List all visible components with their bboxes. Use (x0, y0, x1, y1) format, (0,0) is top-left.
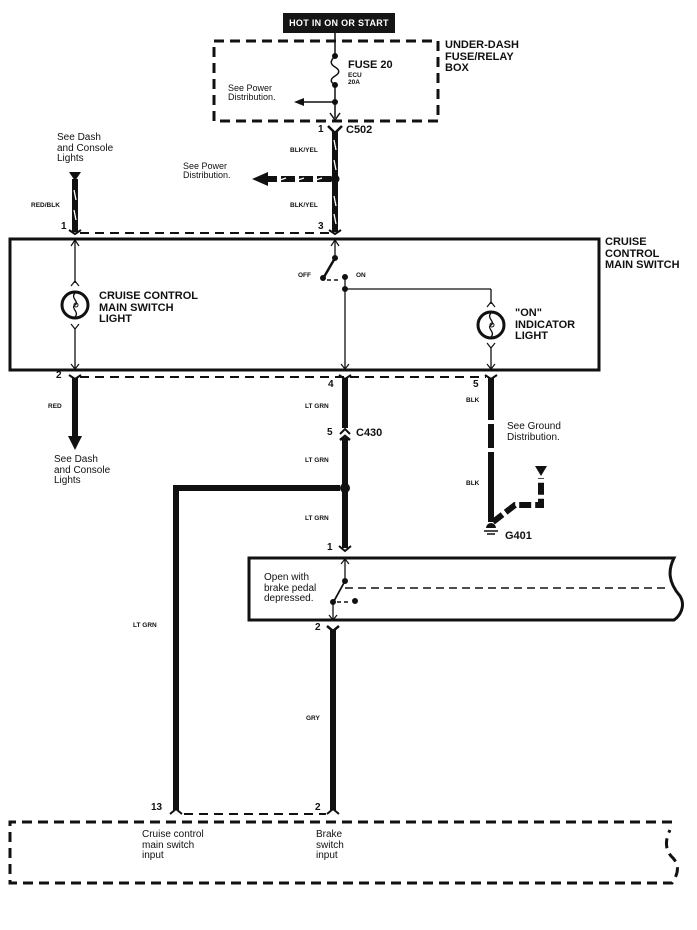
power-dist-ref-link[interactable]: See Power Distribution. (228, 83, 276, 103)
brake-switch-pin-2: 2 (315, 622, 321, 633)
wire-label-red-blk: RED/BLK (31, 202, 60, 209)
c430-pin: 5 (327, 427, 333, 438)
connector-c430-icon (339, 427, 351, 435)
dash-lights-ref-top-link[interactable]: See Dash and Console Lights (57, 132, 114, 164)
wire-label-lt-grn: LT GRN (305, 403, 329, 410)
wire-label-blk-yel: BLK/YEL (290, 147, 318, 154)
switch-on-label: ON (356, 272, 366, 279)
main-switch-light-icon (60, 290, 90, 320)
fuse-rating: 20A (348, 79, 360, 86)
arrow-left-icon (294, 98, 304, 106)
on-indicator-light-label: "ON" INDICATOR LIGHT (515, 307, 576, 343)
connector-triangle-icon (535, 466, 547, 476)
c430-id: C430 (356, 427, 383, 439)
wire-lt-grn-branch (173, 485, 340, 810)
ground-dist-ref-link[interactable]: See Ground Distribution. (507, 421, 561, 443)
on-indicator-light-icon (476, 310, 506, 340)
ecu-pin-2: 2 (315, 802, 321, 813)
c502-id: C502 (346, 124, 373, 136)
wire-label-blk: BLK (466, 480, 480, 487)
main-switch-outline (8, 237, 601, 372)
connector-triangle-icon (69, 172, 81, 181)
power-dist-ref-mid-link[interactable]: See Power Distribution. (183, 161, 231, 181)
main-switch-name: CRUISE CONTROL MAIN SWITCH (605, 236, 680, 272)
main-switch-pin-1: 1 (61, 221, 67, 232)
main-switch-pin-3: 3 (318, 221, 324, 232)
dash-lights-ref-bottom-link[interactable]: See Dash and Console Lights (54, 454, 111, 486)
switch-off-terminal (320, 275, 326, 281)
wire-label-red: RED (48, 403, 62, 410)
fuse-box-name: UNDER-DASH FUSE/RELAY BOX (445, 39, 519, 75)
brake-switch-contact[interactable] (333, 580, 346, 602)
wire-label-gry: GRY (306, 715, 320, 722)
switch-off-label: OFF (298, 272, 311, 279)
main-switch-pin-5: 5 (473, 379, 479, 390)
wire-blk-branch (491, 478, 544, 525)
brake-switch-note: Open with brake pedal depressed. (264, 572, 317, 604)
ecu-pin-13: 13 (151, 802, 163, 813)
c502-pin: 1 (318, 124, 324, 135)
fuse-label: FUSE 20 (348, 59, 393, 71)
main-switch-light-label: CRUISE CONTROL MAIN SWITCH LIGHT (99, 290, 198, 326)
main-switch-pin-4: 4 (328, 379, 334, 390)
ecu-input-brake-switch: Brake switch input (316, 829, 344, 861)
fuse-circuit: ECU (348, 72, 362, 79)
brake-switch-outline (247, 556, 684, 622)
main-switch-pin-2: 2 (56, 370, 62, 381)
brake-switch-pin-1: 1 (327, 542, 333, 553)
g401-id: G401 (505, 530, 532, 542)
ground-icon (486, 523, 496, 528)
arrow-left-icon (252, 172, 268, 186)
wire-label-lt-grn: LT GRN (305, 515, 329, 522)
wire-label-lt-grn: LT GRN (305, 457, 329, 464)
wire-label-lt-grn: LT GRN (133, 622, 157, 629)
power-source-label: HOT IN ON OR START (283, 13, 395, 33)
arrow-down-icon (68, 436, 82, 450)
main-switch-contact[interactable] (322, 257, 337, 278)
fuse-box-outline (212, 39, 440, 123)
splice-point (330, 174, 340, 184)
ecu-outline (8, 820, 679, 885)
splice-point (340, 483, 350, 493)
fuse-20-icon (330, 55, 340, 86)
wire-label-blk: BLK (466, 397, 480, 404)
wire-label-blk-yel: BLK/YEL (290, 202, 318, 209)
ecu-input-main-switch: Cruise control main switch input (142, 829, 204, 861)
